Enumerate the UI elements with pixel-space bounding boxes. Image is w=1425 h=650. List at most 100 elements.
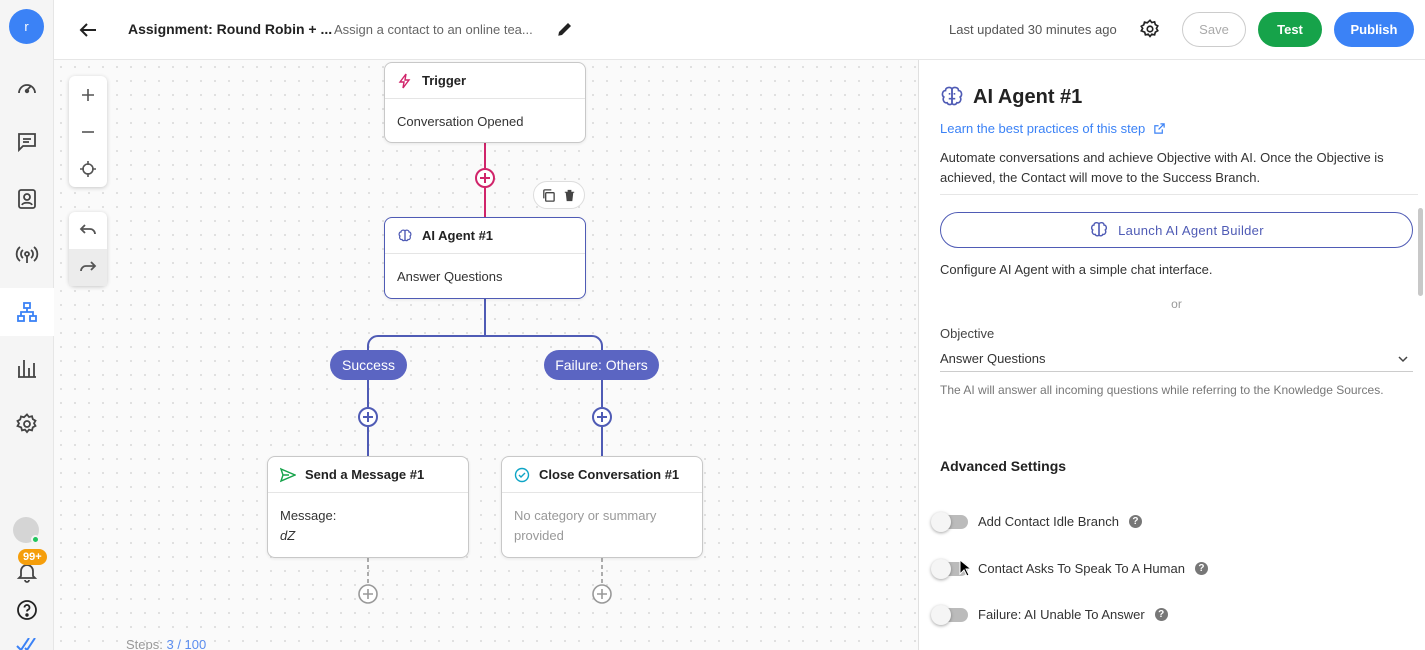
undo-button[interactable] (69, 212, 107, 249)
node-body: Answer Questions (397, 269, 503, 284)
left-nav: r 99+ (0, 0, 54, 650)
user-avatar[interactable] (13, 517, 40, 544)
message-label: Message: (280, 508, 337, 523)
brain-icon (398, 229, 412, 241)
close-conversation-node[interactable]: Close Conversation #1 No category or sum… (501, 456, 703, 558)
toggle-row-ai-unable: Failure: AI Unable To Answer ? (931, 604, 1168, 625)
node-body: Message: dZ (268, 493, 468, 559)
notifications-nav-item[interactable] (0, 548, 54, 596)
objective-label: Objective (940, 326, 995, 341)
ai-unable-toggle[interactable] (931, 604, 968, 625)
branch-failure-others[interactable]: Failure: Others (544, 350, 659, 380)
mouse-cursor-icon (959, 559, 971, 577)
broadcast-nav-item[interactable] (0, 230, 54, 278)
panel-title: AI Agent #1 (939, 84, 1082, 110)
chevron-down-icon (1398, 355, 1408, 362)
help-icon[interactable]: ? (1154, 608, 1168, 621)
idle-branch-toggle[interactable] (931, 511, 968, 532)
save-button[interactable]: Save (1182, 12, 1246, 47)
back-arrow-icon[interactable] (76, 18, 100, 42)
node-header: Trigger (385, 63, 585, 99)
toggle-label: Failure: AI Unable To Answer (978, 607, 1145, 622)
brain-icon (941, 86, 963, 106)
lightning-icon (398, 73, 411, 88)
dashboard-nav-item[interactable] (0, 64, 54, 112)
help-nav-item[interactable] (0, 586, 54, 634)
help-circle-icon (17, 600, 37, 620)
add-step-button[interactable] (357, 583, 379, 605)
zoom-out-button[interactable] (69, 113, 107, 150)
steps-label: Steps: (126, 637, 163, 650)
trash-icon[interactable] (562, 188, 577, 203)
panel-scrollbar[interactable] (1418, 208, 1423, 296)
undo-icon (79, 223, 96, 234)
contacts-nav-item[interactable] (0, 175, 54, 223)
launch-ai-agent-builder-button[interactable]: Launch AI Agent Builder (940, 212, 1413, 248)
settings-nav-item[interactable] (0, 400, 54, 448)
notification-badge: 99+ (18, 549, 47, 565)
check-circle-icon (514, 467, 530, 482)
gear-icon (16, 413, 37, 434)
add-step-button[interactable] (474, 167, 496, 189)
message-value: dZ (280, 528, 296, 543)
add-step-button[interactable] (591, 583, 613, 605)
recenter-button[interactable] (69, 150, 107, 187)
redo-icon (80, 260, 97, 271)
add-step-button[interactable] (357, 406, 379, 428)
workflows-nav-item[interactable] (0, 288, 54, 336)
node-title: Trigger (422, 73, 467, 88)
help-icon[interactable]: ? (1194, 562, 1208, 575)
toggle-label: Contact Asks To Speak To A Human (978, 561, 1185, 576)
message-icon (18, 133, 36, 153)
online-status-dot (31, 535, 40, 544)
best-practices-link-text[interactable]: Learn the best practices of this step (940, 121, 1146, 136)
toggle-label: Add Contact Idle Branch (978, 514, 1119, 529)
plus-icon (82, 88, 94, 101)
panel-title-text: AI Agent #1 (973, 85, 1083, 108)
checkmarks-logo-icon (16, 638, 36, 650)
node-body: No category or summary provided (514, 508, 657, 543)
connector-lines (367, 142, 603, 584)
copy-icon[interactable] (541, 188, 556, 203)
branch-success[interactable]: Success (330, 350, 407, 380)
workflow-title[interactable]: Assignment: Round Robin + ... (128, 21, 333, 37)
redo-button[interactable] (69, 249, 107, 286)
broadcast-icon (15, 246, 39, 263)
objective-help-text: The AI will answer all incoming question… (940, 383, 1384, 397)
speak-to-human-toggle[interactable] (931, 558, 968, 579)
workspace-avatar[interactable]: r (9, 9, 44, 44)
test-button[interactable]: Test (1258, 12, 1322, 47)
workflow-description[interactable]: Assign a contact to an online tea... (334, 22, 533, 37)
ai-agent-node[interactable]: AI Agent #1 Answer Questions (384, 217, 586, 299)
publish-button[interactable]: Publish (1334, 12, 1414, 47)
crosshair-icon (80, 160, 96, 177)
workflow-canvas[interactable]: Trigger Conversation Opened AI Agent #1 … (54, 60, 918, 650)
send-icon (280, 467, 296, 482)
steps-counter: Steps: 3 / 100 (126, 637, 206, 650)
help-icon[interactable]: ? (1128, 515, 1142, 528)
node-header: AI Agent #1 (385, 218, 585, 254)
send-message-node[interactable]: Send a Message #1 Message: dZ (267, 456, 469, 558)
node-header: Close Conversation #1 (502, 457, 702, 493)
best-practices-link[interactable]: Learn the best practices of this step (940, 121, 1166, 136)
or-separator: or (1171, 297, 1182, 311)
node-body: Conversation Opened (397, 114, 524, 129)
objective-select[interactable]: Answer Questions (940, 346, 1413, 372)
reports-nav-item[interactable] (0, 344, 54, 392)
zoom-in-button[interactable] (69, 76, 107, 113)
node-header: Send a Message #1 (268, 457, 468, 493)
workflow-settings-gear-icon[interactable] (1139, 18, 1161, 40)
bar-chart-icon (18, 360, 36, 378)
toggle-row-speak-to-human: Contact Asks To Speak To A Human ? (931, 558, 1208, 579)
inbox-nav-item[interactable] (0, 118, 54, 166)
node-actions (533, 181, 585, 209)
node-title: Close Conversation #1 (539, 467, 680, 482)
workflow-icon (17, 302, 37, 322)
pencil-icon[interactable] (556, 20, 574, 38)
trigger-node[interactable]: Trigger Conversation Opened (384, 62, 586, 143)
bell-icon (16, 564, 38, 583)
top-header: Assignment: Round Robin + ... Assign a c… (54, 0, 1425, 60)
config-text: Configure AI Agent with a simple chat in… (940, 262, 1213, 277)
add-step-button[interactable] (591, 406, 613, 428)
